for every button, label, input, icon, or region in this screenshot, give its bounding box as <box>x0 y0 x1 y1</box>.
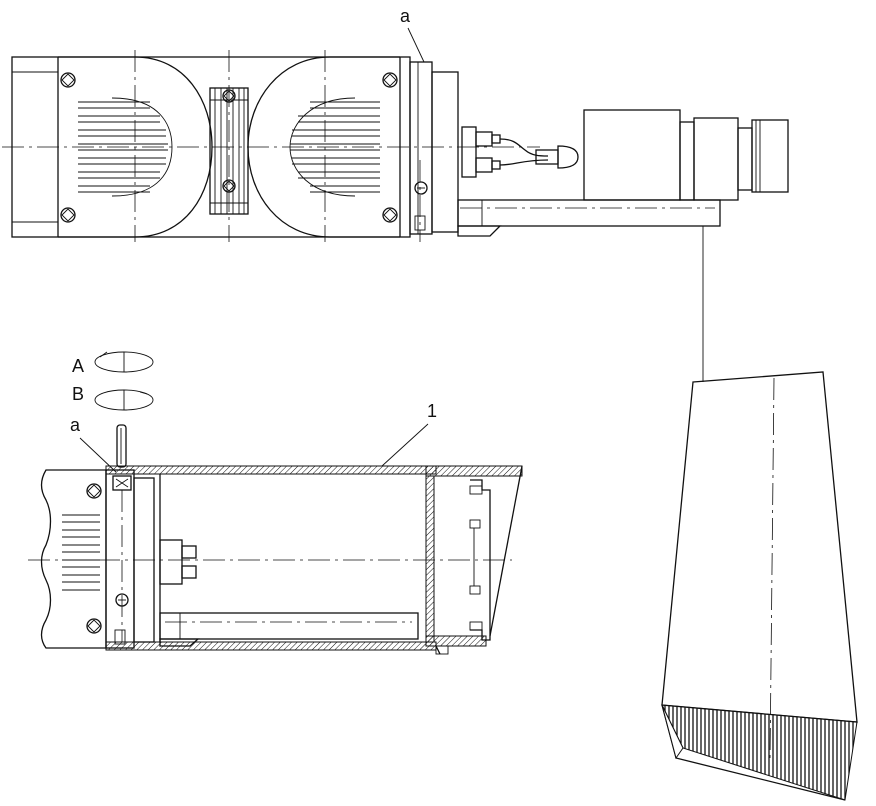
top-connector <box>461 126 579 178</box>
bottom-housing-partial <box>40 469 155 649</box>
label-1: 1 <box>427 401 437 421</box>
leader-a-top <box>407 27 425 63</box>
label-a-top: a <box>400 6 411 26</box>
label-A: A <box>72 356 84 376</box>
top-screws <box>60 72 428 231</box>
rotation-arrows <box>94 351 154 411</box>
leader-1 <box>381 423 429 467</box>
top-camera-body <box>583 109 789 201</box>
protective-sleeve <box>661 371 858 801</box>
label-a-bottom: a <box>70 415 81 435</box>
top-housing-body <box>11 56 411 238</box>
top-right-heatsink <box>247 56 400 238</box>
locking-pin <box>116 424 127 468</box>
label-B: B <box>72 384 84 404</box>
sleeve-tube-section <box>105 465 523 655</box>
top-camera-assembly: a <box>2 6 789 242</box>
top-mounting-rail <box>457 199 721 237</box>
bottom-assembly: A B a <box>28 351 523 655</box>
